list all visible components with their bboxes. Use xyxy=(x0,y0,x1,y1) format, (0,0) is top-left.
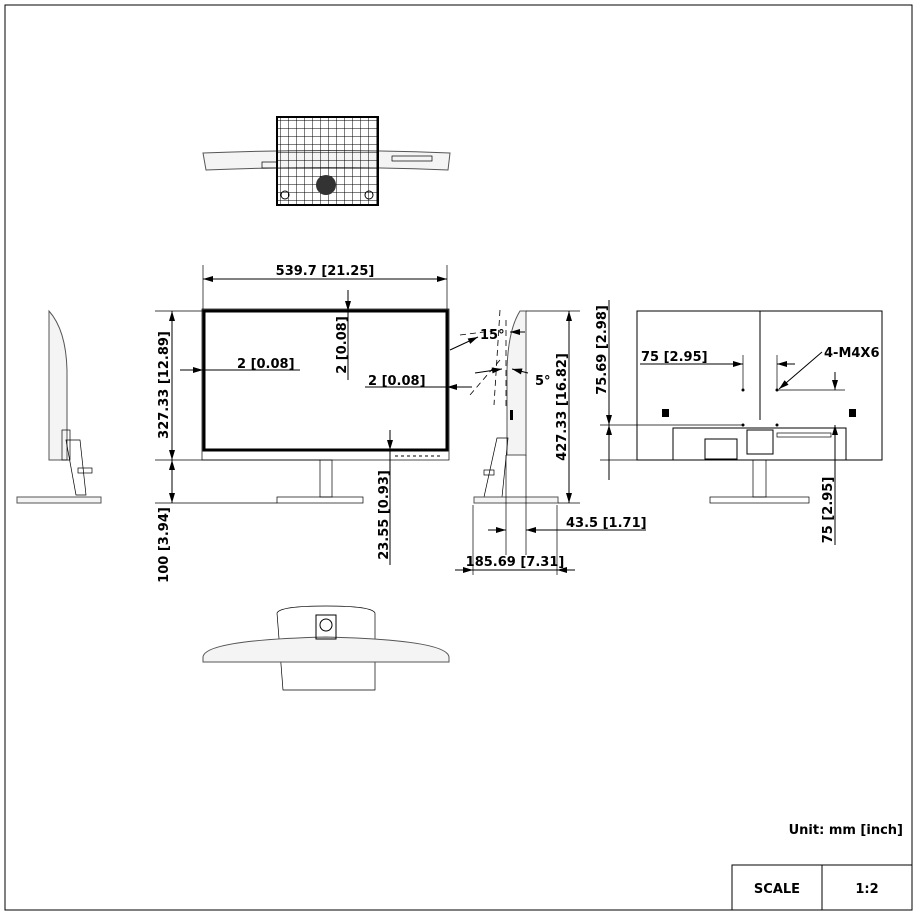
bottom-clearance-dimension: 100 [3.94] xyxy=(157,507,172,583)
vesa-offset-dimension: 75.69 [2.98] xyxy=(595,305,610,395)
chin-dimension: 23.55 [0.93] xyxy=(377,470,392,560)
tilt-forward-angle: 5° xyxy=(535,374,551,389)
scale-label: SCALE xyxy=(754,882,800,897)
bezel-right-dimension: 2 [0.08] xyxy=(368,374,426,389)
base-depth-dimension: 185.69 [7.31] xyxy=(466,555,565,570)
vesa-vertical-dimension: 75 [2.95] xyxy=(821,477,836,544)
panel-depth-dimension: 43.5 [1.71] xyxy=(566,516,647,531)
total-height-dimension: 427.33 [16.82] xyxy=(555,353,570,461)
screen-outline xyxy=(202,309,449,452)
bezel-top-dimension: 2 [0.08] xyxy=(335,316,350,374)
right-side-view xyxy=(449,309,559,575)
drawing-border xyxy=(4,4,913,911)
left-side-view xyxy=(16,309,102,504)
scale-value: 1:2 xyxy=(855,882,878,897)
rear-view xyxy=(636,310,883,504)
screw-spec-label: 4-M4X6 xyxy=(824,346,880,361)
unit-note: Unit: mm [inch] xyxy=(789,823,903,838)
scale-table: SCALE 1:2 xyxy=(731,864,913,911)
top-view xyxy=(202,116,451,206)
front-view xyxy=(201,308,450,504)
tilt-back-angle: 15° xyxy=(480,328,505,343)
panel-height-dimension: 327.33 [12.89] xyxy=(157,331,172,439)
bottom-view xyxy=(202,605,450,691)
width-dimension: 539.7 [21.25] xyxy=(276,264,375,279)
bezel-left-dimension: 2 [0.08] xyxy=(237,357,295,372)
vesa-horizontal-dimension: 75 [2.95] xyxy=(641,350,708,365)
